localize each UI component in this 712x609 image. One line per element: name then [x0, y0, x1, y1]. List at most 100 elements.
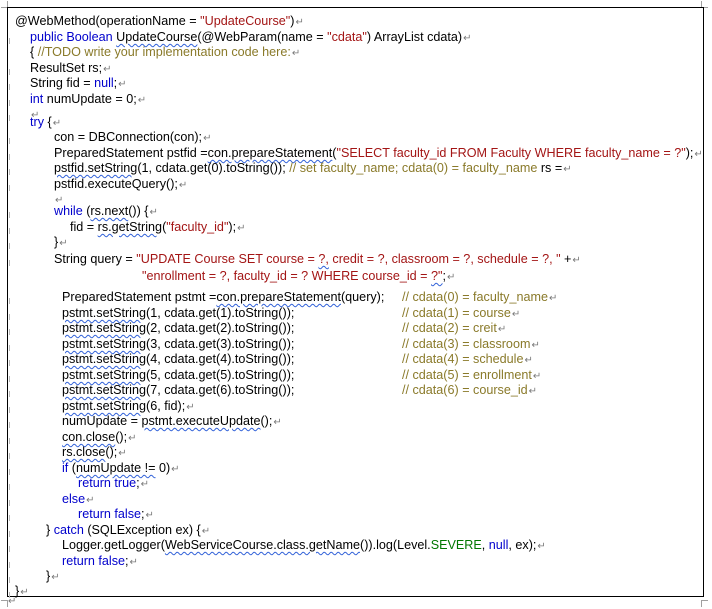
revision-mark: [9, 228, 14, 234]
paragraph-mark: ↵: [548, 293, 558, 304]
paragraph-mark: ↵: [201, 526, 211, 537]
paragraph-mark: ↵: [273, 417, 282, 428]
code-line: }↵: [46, 568, 60, 584]
code-token: UpdateCourse: [116, 30, 198, 44]
code-token: ;: [141, 507, 145, 521]
crop-mark-top-left: [1, 1, 8, 8]
code-token: (query);: [340, 290, 385, 304]
code-token: (1, cdata.get(0).toString());: [137, 161, 290, 175]
revision-mark: [9, 138, 14, 144]
code-token: (6, fid);: [146, 399, 186, 413]
code-token: Logger.getLogger(: [62, 538, 165, 552]
revision-mark: [9, 260, 14, 266]
code-token: SEVERE: [430, 538, 482, 552]
code-line: String query = "UPDATE Course SET course…: [54, 251, 581, 267]
end-paragraph-mark: ↵: [8, 596, 17, 607]
crop-mark-bottom-left: [1, 600, 8, 607]
revision-mark: [9, 562, 14, 568]
revision-mark: [9, 500, 14, 506]
revision-mark: [9, 212, 14, 218]
code-line: pstfid.executeQuery();↵: [54, 176, 187, 192]
code-line: PreparedStatement pstmt =con.prepareStat…: [62, 289, 384, 305]
code-line: else↵: [62, 491, 95, 507]
paragraph-mark: ↵: [463, 33, 472, 44]
code-token: (5, cdata.get(5).toString());: [146, 368, 295, 382]
code-token: rs.close: [62, 445, 106, 459]
code-token: //TODO write your implementation code he…: [37, 45, 291, 59]
code-token: rs =: [537, 161, 563, 175]
paragraph-mark: ↵: [694, 149, 703, 160]
code-token: pstmt.setString: [62, 321, 146, 335]
code-token: }: [54, 235, 59, 249]
code-token: ): [290, 14, 295, 28]
code-token: (: [162, 220, 167, 234]
revision-mark: [9, 376, 14, 382]
revision-mark: [9, 546, 14, 552]
paragraph-mark: ↵: [291, 48, 301, 59]
paragraph-mark: ↵: [532, 371, 542, 382]
code-token: "enrollment = ?, faculty_id = ? WHERE co…: [142, 269, 432, 283]
paragraph-mark: ↵: [531, 340, 540, 351]
paragraph-mark: ↵: [31, 110, 40, 121]
code-token: numUpdate !=: [76, 461, 156, 475]
code-token: "faculty_id": [166, 220, 229, 234]
code-line: PreparedStatement pstfid =con.prepareSta…: [54, 145, 703, 161]
code-token: ();: [260, 414, 273, 428]
revision-mark: [9, 69, 14, 75]
code-token: ,: [481, 538, 489, 552]
code-token: );: [685, 146, 694, 160]
revision-mark: [9, 453, 14, 459]
code-line: public Boolean UpdateCourse(@WebParam(na…: [30, 29, 471, 45]
paragraph-mark: ↵: [447, 272, 456, 283]
code-line: numUpdate = pstmt.executeUpdate();↵: [62, 413, 282, 429]
revision-mark: [9, 84, 14, 90]
code-line: rs.close();↵: [62, 444, 127, 460]
code-token: con.close: [62, 430, 116, 444]
code-token: ;: [125, 554, 129, 568]
revision-mark: [9, 577, 14, 583]
revision-mark: [9, 484, 14, 490]
code-token: (4, cdata.get(4).toString());: [146, 352, 295, 366]
code-token: ?": [431, 269, 443, 283]
paragraph-mark: ↵: [86, 495, 95, 506]
code-token: }: [46, 569, 51, 583]
revision-mark: [9, 314, 14, 320]
code-token: pstfid.setString: [54, 161, 138, 175]
code-token: , ex);: [508, 538, 537, 552]
paragraph-mark: ↵: [178, 180, 188, 191]
code-token: String query =: [54, 252, 137, 266]
code-token: pstmt.setString: [62, 399, 146, 413]
code-token: pstmt.executeUpdate: [141, 414, 261, 428]
code-token: pstmt.setString: [62, 337, 146, 351]
comment-text: // cdata(3) = classroom: [402, 337, 531, 351]
code-token: (SQLException ex) {: [83, 523, 201, 537]
revision-mark: [9, 469, 14, 475]
code-line: con.close();↵: [62, 429, 137, 445]
code-line: Logger.getLogger(WebServiceCourse.class.…: [62, 537, 546, 553]
code-token: "SELECT faculty_id FROM Faculty WHERE fa…: [336, 146, 686, 160]
paragraph-mark: ↵: [563, 164, 572, 175]
paragraph-mark: ↵: [129, 557, 138, 568]
code-line: if (numUpdate != 0)↵: [62, 460, 180, 476]
code-token: }: [46, 523, 54, 537]
code-token: return false: [78, 507, 141, 521]
revision-mark: [9, 185, 14, 191]
revision-mark: [9, 329, 14, 335]
code-line: pstmt.setString(2, cdata.get(2).toString…: [62, 320, 294, 336]
code-token: (@WebParam(name =: [197, 30, 328, 44]
revision-mark: [9, 298, 14, 304]
revision-mark: [9, 515, 14, 521]
code-token: public Boolean: [30, 30, 117, 44]
code-line: ↵: [30, 106, 39, 122]
code-token: @WebMethod(operationName =: [15, 14, 201, 28]
code-line: fid = rs.getString("faculty_id");↵: [70, 219, 246, 235]
inline-comment: // cdata(4) = schedule↵: [402, 351, 533, 367]
code-token: }: [15, 584, 20, 598]
code-token: "UpdateCourse": [200, 14, 291, 28]
paragraph-mark: ↵: [128, 433, 137, 444]
code-token: rs.next: [90, 204, 129, 218]
revision-mark: [9, 360, 14, 366]
code-token: {: [30, 45, 38, 59]
code-token: (3, cdata.get(3).toString());: [146, 337, 295, 351]
paragraph-mark: ↵: [118, 448, 127, 459]
